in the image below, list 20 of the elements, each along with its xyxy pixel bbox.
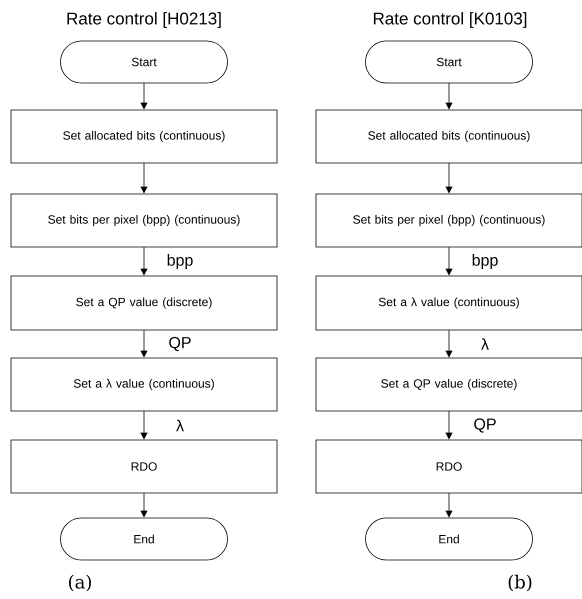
terminator: Start: [365, 40, 533, 84]
process-box: Set allocated bits (continuous): [10, 110, 278, 164]
process-box: Set a QP value (discrete): [316, 358, 582, 412]
process-box: Set a QP value (discrete): [10, 276, 278, 330]
process-box: Set allocated bits (continuous): [316, 110, 582, 164]
process-box: Set a λ value (continuous): [10, 358, 278, 412]
terminator: End: [60, 518, 228, 560]
terminator: Start: [60, 40, 228, 84]
process-box: Set bits per pixel (bpp) (continuous): [316, 194, 582, 248]
edge-label: λ: [176, 420, 184, 432]
terminator: End: [365, 518, 533, 560]
edge-label: bpp: [168, 254, 193, 269]
process-box: RDO: [316, 440, 582, 494]
edge-label: QP: [474, 418, 496, 433]
edge-label: bpp: [472, 254, 498, 269]
edge-label: QP: [169, 336, 191, 352]
process-box: RDO: [10, 440, 278, 494]
edge-label: λ: [481, 338, 489, 350]
process-box: Set a λ value (continuous): [316, 276, 582, 330]
process-box: Set bits per pixel (bpp) (continuous): [10, 194, 278, 248]
